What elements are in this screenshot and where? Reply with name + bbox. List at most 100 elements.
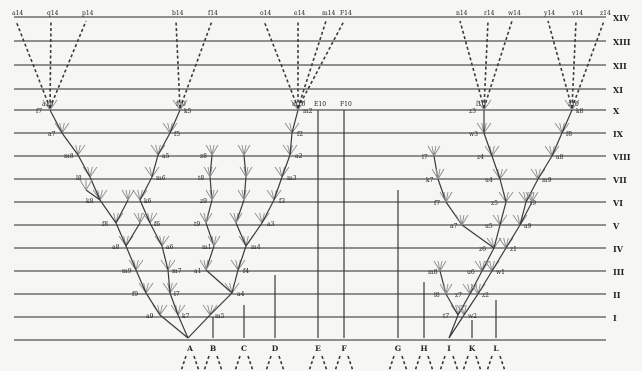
branch	[146, 293, 160, 315]
branch	[100, 200, 116, 223]
species-label: D	[272, 344, 279, 353]
branch	[50, 110, 62, 133]
branch	[292, 110, 298, 133]
generation-lines	[14, 17, 606, 340]
node-mark: m9	[122, 268, 132, 275]
branch	[152, 155, 158, 177]
node-mark: m2	[303, 108, 313, 115]
branch	[232, 270, 238, 293]
branch	[238, 246, 246, 270]
node-mark: w3	[469, 131, 478, 138]
ancestor-dash	[322, 356, 327, 371]
node-mark: m7	[172, 268, 182, 275]
node-mark: u6	[467, 269, 475, 276]
node-mark: a8	[556, 154, 564, 161]
branch	[206, 270, 232, 293]
branch	[262, 200, 274, 223]
node-mark: a9	[146, 313, 154, 320]
node-mark: y14	[543, 10, 555, 17]
ancestor-dash	[476, 356, 481, 371]
node-mark: v14	[571, 10, 583, 17]
branch	[492, 248, 506, 271]
node-mark: a3	[267, 221, 275, 228]
node-mark: k6	[144, 198, 152, 205]
branch	[492, 156, 500, 179]
species-labels: ABCDEFGHIKL	[186, 344, 499, 353]
generation-label: I	[613, 313, 617, 323]
node-mark: z7	[455, 292, 462, 299]
generation-label: II	[613, 290, 621, 300]
node-mark: z8	[200, 153, 207, 160]
branch	[62, 133, 78, 155]
node-mark: t9	[194, 221, 200, 228]
node-mark: q14	[47, 10, 59, 17]
ancestor-dash	[194, 356, 199, 371]
node-mark: a14	[12, 10, 23, 17]
node-mark: z2	[482, 292, 489, 299]
node-mark: z14	[600, 10, 611, 17]
branch	[116, 223, 126, 246]
node-mark: z1	[510, 246, 517, 253]
node-mark: m4	[251, 244, 261, 251]
branch	[236, 223, 246, 246]
node-mark: t7	[443, 313, 449, 320]
generation-label: X	[613, 106, 620, 116]
ancestor-dash	[204, 356, 209, 371]
branch	[188, 315, 210, 338]
branch	[484, 133, 492, 156]
ancestor-dash	[389, 356, 394, 371]
node-mark: m8	[64, 153, 74, 160]
branch	[78, 155, 90, 177]
node-mark: m5	[215, 313, 225, 320]
ancestor-dash	[440, 356, 445, 371]
branch	[506, 225, 520, 248]
node-mark: w14	[508, 10, 521, 17]
node-mark: F10	[340, 101, 352, 108]
ancestor-dash	[235, 356, 240, 371]
node-mark: f3	[279, 198, 285, 205]
node-mark: m1	[202, 244, 212, 251]
branch	[438, 179, 446, 202]
ancestor-dash	[428, 356, 433, 371]
ancestor-dash	[463, 356, 468, 371]
branch	[140, 177, 152, 200]
ancestor-dash	[335, 356, 340, 371]
twig	[80, 180, 86, 190]
branch	[158, 133, 170, 155]
node-mark: a7	[450, 223, 458, 230]
node-mark: l8	[434, 292, 440, 299]
species-label: K	[469, 344, 476, 353]
generation-label: V	[612, 221, 620, 231]
species-label: F	[341, 344, 347, 353]
branch	[464, 294, 478, 315]
node-mark: k7	[426, 177, 434, 184]
ancestor-dash	[348, 356, 353, 371]
branch	[236, 200, 244, 223]
node-mark: z9	[200, 198, 207, 205]
branch	[282, 155, 290, 177]
branch	[126, 246, 136, 270]
branch	[526, 179, 538, 202]
species-label: I	[447, 344, 451, 353]
node-mark: f4	[243, 268, 249, 275]
branch	[210, 293, 232, 315]
node-mark: a2	[295, 153, 303, 160]
node-mark: f7	[434, 200, 440, 207]
node-mark: f6	[154, 221, 160, 228]
node-mark: m6	[156, 175, 166, 182]
ancestor-dash	[500, 356, 505, 371]
branch	[136, 270, 146, 293]
ancestor-dash	[248, 356, 253, 371]
node-mark: z5	[491, 200, 498, 207]
node-mark: p14	[82, 10, 94, 17]
branch	[500, 202, 506, 225]
generation-label: III	[613, 267, 624, 277]
node-mark: F14	[340, 10, 352, 17]
twig	[86, 180, 92, 190]
species-label: L	[493, 344, 499, 353]
node-mark: a6	[166, 244, 174, 251]
generation-label: VII	[612, 175, 627, 185]
node-mark: o14	[260, 10, 271, 17]
node-mark: z3	[469, 108, 476, 115]
